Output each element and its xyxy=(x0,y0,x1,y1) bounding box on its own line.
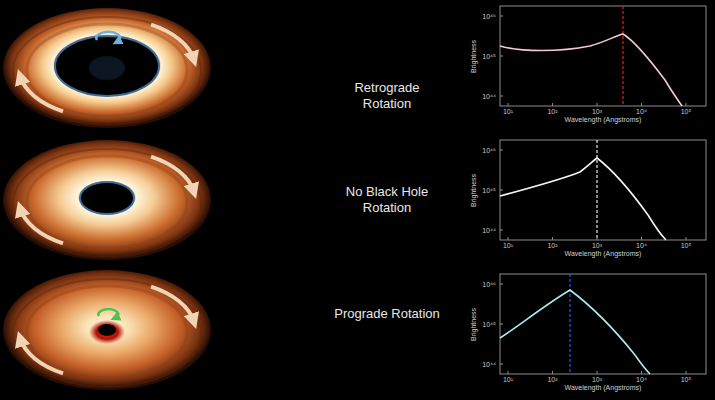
rotation-label: Prograde Rotation xyxy=(332,306,442,322)
disk-prograde xyxy=(3,270,211,390)
disk-no-rotation xyxy=(3,140,211,260)
tick-label: 10⁴ xyxy=(636,242,647,249)
spectrum-plot xyxy=(500,274,706,374)
spectrum-plot xyxy=(500,140,706,240)
tick-label: 10⁴ xyxy=(636,108,647,115)
tick-label: 10³ xyxy=(592,376,602,383)
tick-label: 10⁴ xyxy=(636,376,647,383)
tick-label: 10⁵ xyxy=(681,108,692,115)
tick-label: 10⁵ xyxy=(681,242,692,249)
tick-label: 10⁴⁶ xyxy=(482,281,496,288)
tick-label: 10⁴⁴ xyxy=(482,361,496,368)
tick-label: 10² xyxy=(547,108,557,115)
tick-label: 10¹ xyxy=(503,376,513,383)
tick-label: 10² xyxy=(547,376,557,383)
axis-label: Brightness xyxy=(470,173,477,206)
disk-retrograde xyxy=(3,8,211,128)
spectrum-plot xyxy=(500,6,706,106)
axis-label: Brightness xyxy=(470,307,477,340)
tick-label: 10² xyxy=(547,242,557,249)
axis-label: Wavelength (Angstroms) xyxy=(565,116,642,123)
tick-label: 10³ xyxy=(592,108,602,115)
axis-label: Wavelength (Angstroms) xyxy=(565,384,642,391)
tick-label: 10¹ xyxy=(503,242,513,249)
tick-label: 10⁴⁴ xyxy=(482,227,496,234)
axis-label: Wavelength (Angstroms) xyxy=(565,250,642,257)
tick-label: 10⁴⁶ xyxy=(482,13,496,20)
tick-label: 10³ xyxy=(592,242,602,249)
tick-label: 10⁴⁵ xyxy=(482,321,496,328)
rotation-label: Retrograde Rotation xyxy=(332,80,442,113)
rotation-label: No Black Hole Rotation xyxy=(332,184,442,217)
tick-label: 10⁴⁵ xyxy=(482,53,496,60)
tick-label: 10⁵ xyxy=(681,376,692,383)
tick-label: 10⁴⁶ xyxy=(482,147,496,154)
tick-label: 10¹ xyxy=(503,108,513,115)
tick-label: 10⁴⁴ xyxy=(482,93,496,100)
tick-label: 10⁴⁵ xyxy=(482,187,496,194)
axis-label: Brightness xyxy=(470,39,477,72)
